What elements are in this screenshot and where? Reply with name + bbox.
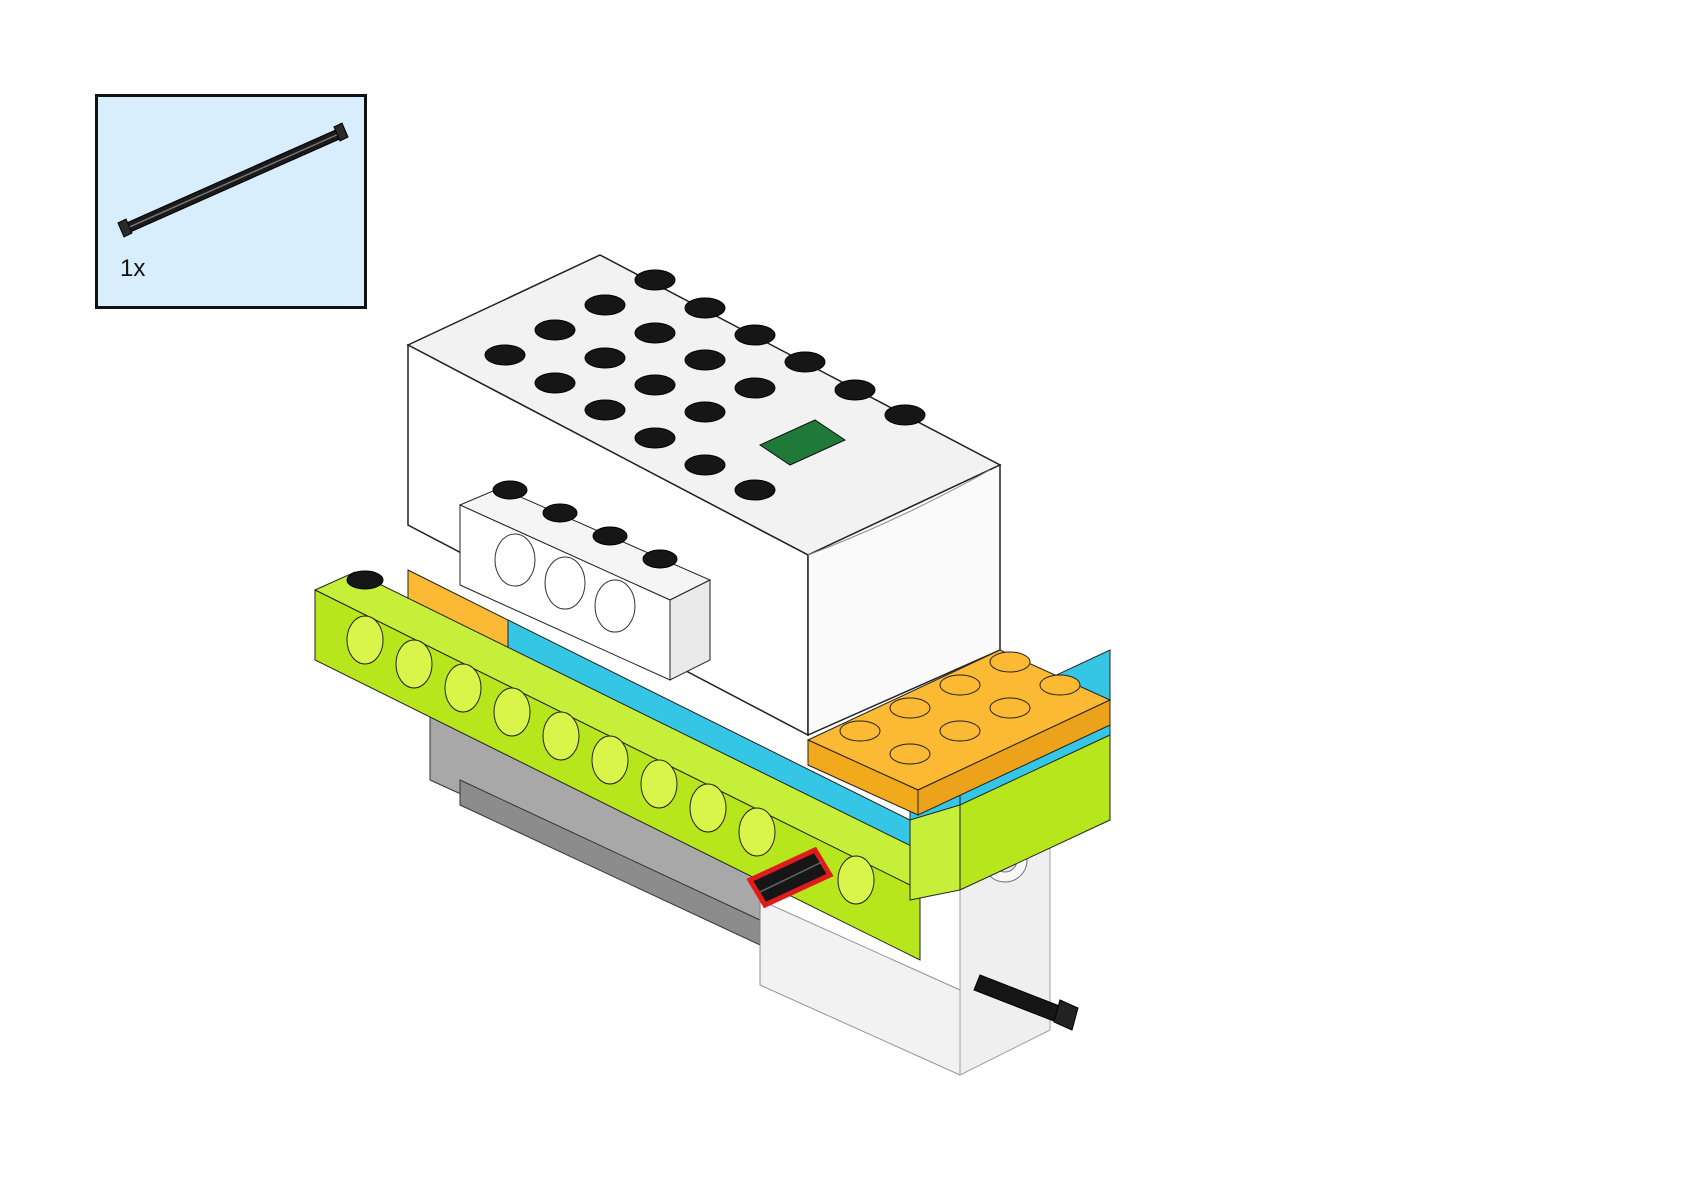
white-technic-brick: [458, 480, 712, 681]
parts-callout: 1x: [95, 94, 367, 309]
black-axle-icon: [117, 122, 349, 238]
highlighted-axle: [746, 846, 834, 909]
black-axle: [973, 974, 1079, 1031]
status-light: [758, 419, 847, 466]
axle-part-icon: [117, 122, 349, 238]
lime-technic-beam: [313, 570, 962, 961]
quantity-label: 1x: [120, 255, 146, 282]
orange-plate: [806, 649, 1112, 816]
hub-studs: [484, 269, 926, 501]
